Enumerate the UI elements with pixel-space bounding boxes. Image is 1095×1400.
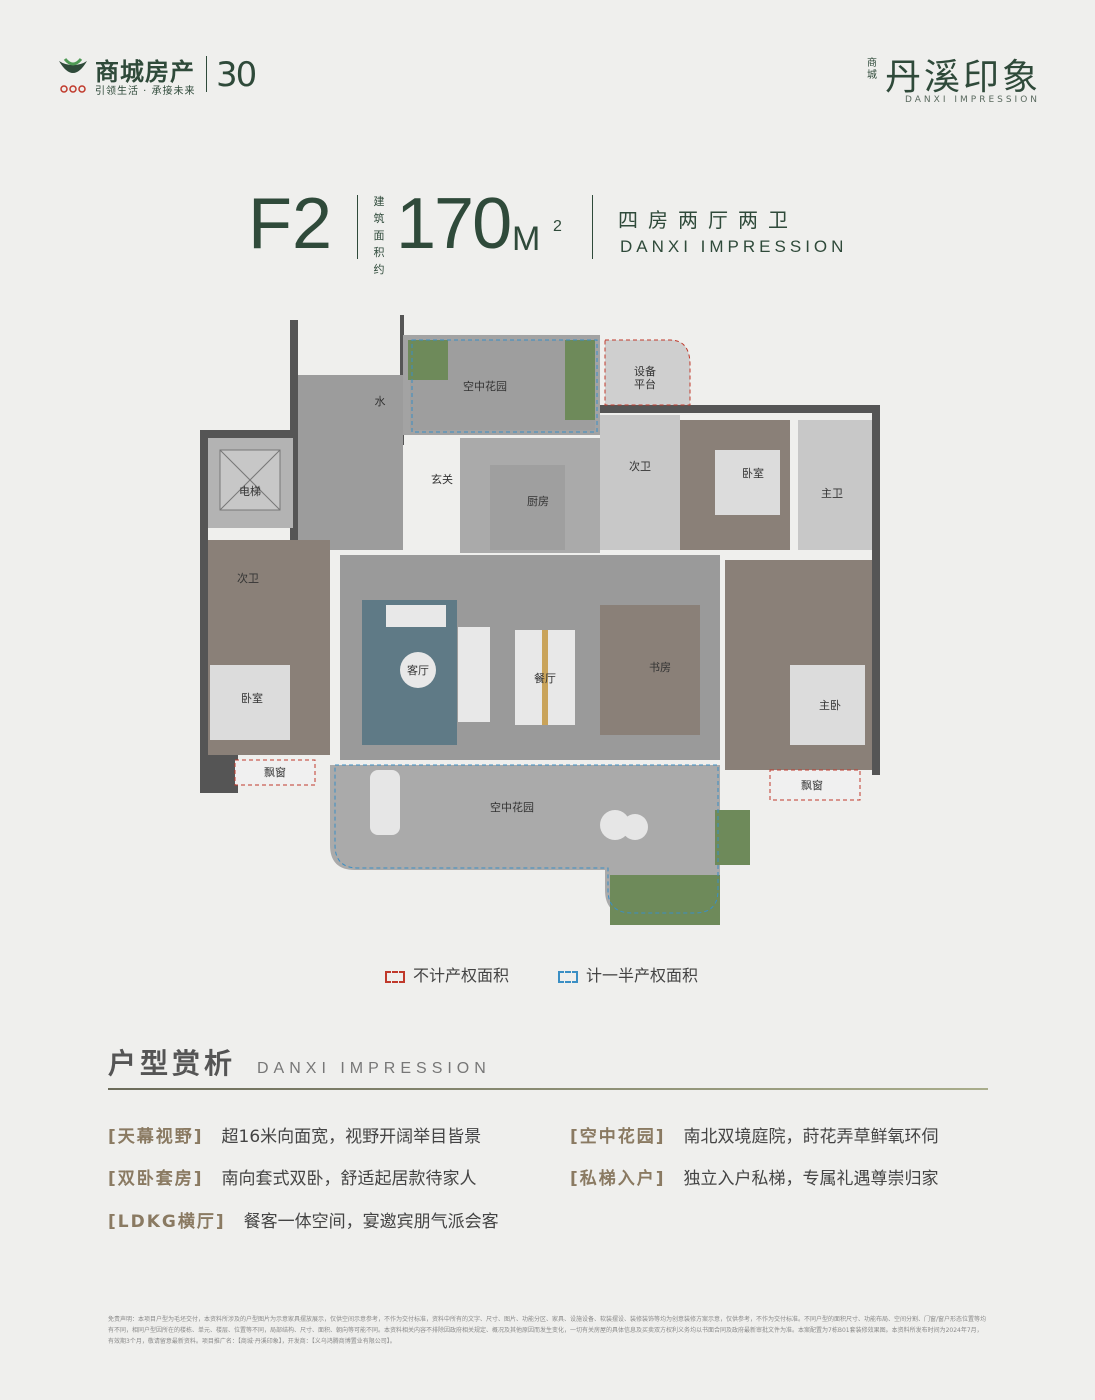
feature-item: [LDKG横厅] 餐客一体空间，宴邀宾朋气派会客 <box>108 1207 499 1232</box>
section-title: 户型赏析 <box>108 1047 237 1080</box>
room-bay-right: 飘窗 <box>801 778 823 792</box>
project-name: 丹溪印象 <box>885 57 1042 98</box>
floor-plan: 空中花园 设备平台 水 电梯 玄关 厨房 次卫 卧室 主卫 次卫 卧室 客厅 餐… <box>200 315 880 925</box>
feature-text: 独立入户私梯，专属礼遇尊崇归家 <box>683 1169 939 1189</box>
area-label: 建筑面积约 <box>373 195 385 276</box>
room-bath2-top: 次卫 <box>629 459 651 473</box>
brand-divider <box>206 56 207 92</box>
legend-half-label: 计一半产权面积 <box>586 966 699 985</box>
feature-tag: [私梯入户] <box>570 1169 666 1189</box>
brand-name: 商城房产 <box>95 57 195 86</box>
anniversary-logo: 30 <box>216 55 257 95</box>
feature-item: [双卧套房] 南向套式双卧，舒适起居款待家人 <box>108 1164 477 1189</box>
feature-text: 超16米向面宽，视野开阔举目皆景 <box>221 1127 482 1147</box>
title-divider <box>357 195 358 259</box>
room-bath2-left: 次卫 <box>237 571 259 585</box>
room-kitchen: 厨房 <box>527 495 549 508</box>
feature-tag: [双卧套房] <box>108 1169 204 1189</box>
disclaimer: 免责声明：本项目户型为毛坯交付，本资料所涉及的户型图片为示意家具摆放展示，仅供空… <box>108 1316 987 1345</box>
room-garden-north: 空中花园 <box>463 379 507 393</box>
unit-code: F2 <box>248 184 333 264</box>
room-water: 水 <box>375 395 386 408</box>
section-title-en: DANXI IMPRESSION <box>257 1060 491 1077</box>
project-prefix: 商城 <box>867 58 877 81</box>
project-name-en: DANXI IMPRESSION <box>905 95 1041 105</box>
area-unit: M <box>512 220 541 258</box>
room-foyer: 玄关 <box>431 472 453 486</box>
legend-half: 计一半产权面积 <box>558 962 698 986</box>
feature-item: [私梯入户] 独立入户私梯，专属礼遇尊崇归家 <box>570 1164 939 1189</box>
feature-text: 南向套式双卧，舒适起居款待家人 <box>221 1169 477 1189</box>
room-living: 客厅 <box>407 663 429 677</box>
room-study: 书房 <box>649 661 671 674</box>
feature-item: [空中花园] 南北双境庭院，莳花弄草鲜氧环伺 <box>570 1122 939 1147</box>
legend-excluded: 不计产权面积 <box>385 962 509 986</box>
room-bay-left: 飘窗 <box>264 765 286 779</box>
legend-half-swatch <box>558 970 578 983</box>
room-bedroom-top: 卧室 <box>742 466 764 480</box>
area-value: 170 <box>396 184 512 264</box>
room-equipment: 设备平台 <box>634 364 656 391</box>
feature-text: 餐客一体空间，宴邀宾朋气派会客 <box>243 1212 499 1232</box>
title-divider <box>592 195 593 259</box>
area-unit-sup: 2 <box>553 218 562 235</box>
feature-text: 南北双境庭院，莳花弄草鲜氧环伺 <box>683 1127 939 1147</box>
brand-slogan: 引领生活 · 承接未来 <box>95 86 196 97</box>
feature-tag: [空中花园] <box>570 1127 666 1147</box>
section-divider <box>108 1088 988 1090</box>
room-dining: 餐厅 <box>534 671 556 685</box>
brand-logo-icon <box>59 58 87 93</box>
feature-tag: [天幕视野] <box>108 1127 204 1147</box>
room-count-en: DANXI IMPRESSION <box>620 237 848 256</box>
legend-excluded-label: 不计产权面积 <box>413 966 510 985</box>
legend-excluded-swatch <box>385 970 405 983</box>
room-count: 四房两厅两卫 <box>618 208 798 232</box>
room-bedroom-left: 卧室 <box>241 691 263 705</box>
room-master-bedroom: 主卧 <box>819 699 841 712</box>
room-elevator: 电梯 <box>239 485 261 498</box>
feature-item: [天幕视野] 超16米向面宽，视野开阔举目皆景 <box>108 1122 481 1147</box>
room-garden-south: 空中花园 <box>490 800 534 814</box>
room-master-bath: 主卫 <box>821 487 843 500</box>
feature-tag: [LDKG横厅] <box>108 1212 226 1232</box>
